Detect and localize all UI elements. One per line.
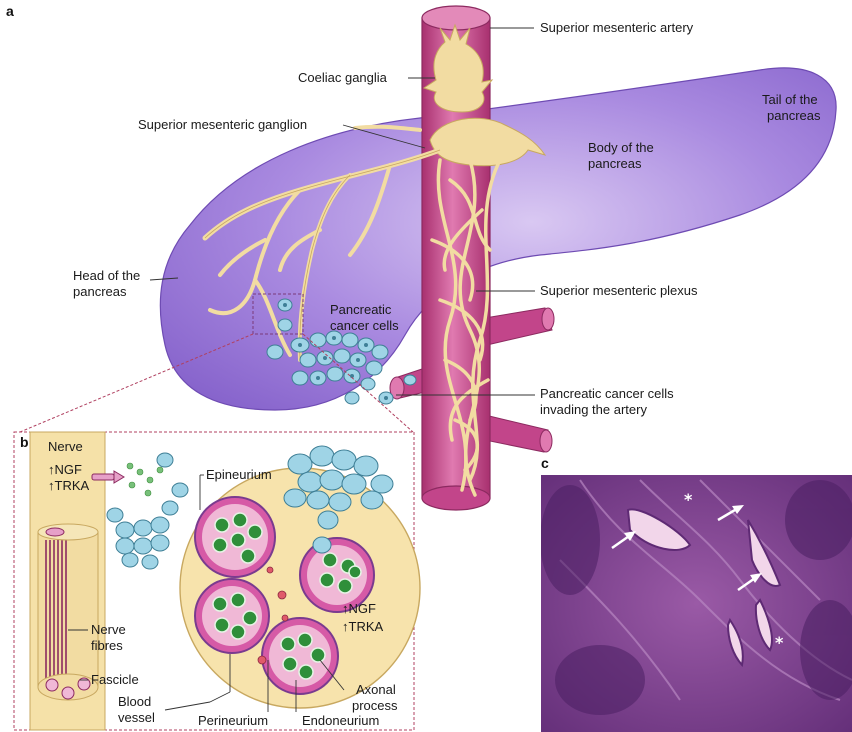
- label-axonal-line2: process: [352, 698, 398, 713]
- label-perineurium: Perineurium: [198, 713, 268, 728]
- panel-label-a: a: [6, 3, 14, 19]
- asterisk-icon: *: [775, 633, 784, 652]
- panel-a: a Superior mesenteric artery Coeliac gan…: [6, 3, 836, 510]
- label-superior-mesenteric-ganglion: Superior mesenteric ganglion: [138, 117, 307, 132]
- panel-label-b: b: [20, 434, 29, 450]
- label-pcc-line2: cancer cells: [330, 318, 399, 333]
- label-tail-line2: pancreas: [767, 108, 821, 123]
- label-trka-right: ↑TRKA: [342, 619, 384, 634]
- panel-c: c: [540, 455, 852, 732]
- label-body-line2: pancreas: [588, 156, 642, 171]
- nerve-cylinder: [38, 524, 98, 700]
- panel-b: b: [14, 432, 420, 730]
- artery-branch-lower: [485, 415, 548, 452]
- label-superior-mesenteric-plexus: Superior mesenteric plexus: [540, 283, 698, 298]
- label-ngf-right: ↑NGF: [342, 601, 376, 616]
- artery-branch-upper: [485, 308, 552, 345]
- label-nerve: Nerve: [48, 439, 83, 454]
- label-fascicle: Fascicle: [91, 672, 139, 687]
- label-body-line1: Body of the: [588, 140, 654, 155]
- asterisk-icon: *: [684, 490, 693, 509]
- label-blood-line2: vessel: [118, 710, 155, 725]
- label-head-line1: Head of the: [73, 268, 140, 283]
- label-nerve-fibres-line1: Nerve: [91, 622, 126, 637]
- label-epineurium: Epineurium: [206, 467, 272, 482]
- label-coeliac-ganglia: Coeliac ganglia: [298, 70, 388, 85]
- label-pcc-line1: Pancreatic: [330, 302, 392, 317]
- label-blood-line1: Blood: [118, 694, 151, 709]
- label-ngf-left: ↑NGF: [48, 462, 82, 477]
- label-head-line2: pancreas: [73, 284, 127, 299]
- label-nerve-fibres-line2: fibres: [91, 638, 123, 653]
- label-endoneurium: Endoneurium: [302, 713, 379, 728]
- panel-label-c: c: [541, 455, 549, 471]
- label-superior-mesenteric-artery: Superior mesenteric artery: [540, 20, 694, 35]
- label-tail-line1: Tail of the: [762, 92, 818, 107]
- label-invading-line2: invading the artery: [540, 402, 647, 417]
- label-trka-left: ↑TRKA: [48, 478, 90, 493]
- label-axonal-line1: Axonal: [356, 682, 396, 697]
- label-invading-line1: Pancreatic cancer cells: [540, 386, 674, 401]
